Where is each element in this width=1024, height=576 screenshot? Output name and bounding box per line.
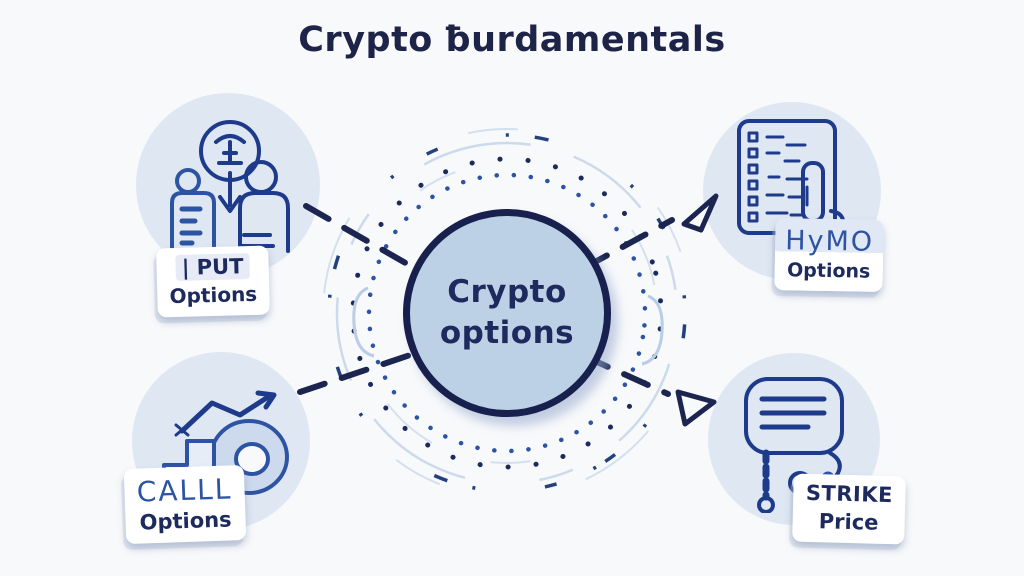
strike-label-card: STRIKE Price bbox=[792, 473, 906, 545]
put-label-card: | PUT Options bbox=[156, 245, 270, 318]
hymo-label-card: HyMO Options bbox=[774, 218, 884, 292]
strike-label: STRIKE bbox=[805, 480, 894, 508]
center-label-line1: Crypto bbox=[447, 274, 567, 311]
connector-line-put bbox=[303, 203, 433, 280]
call-sublabel: Options bbox=[139, 507, 232, 535]
put-sublabel: Options bbox=[169, 281, 258, 309]
strike-sublabel: Price bbox=[818, 509, 879, 535]
put-label: | PUT bbox=[175, 253, 250, 281]
center-node: Crypto options bbox=[403, 209, 611, 417]
diagram-title: Crypto ƀurdamentals bbox=[298, 20, 726, 60]
hymo-sublabel: Options bbox=[786, 259, 871, 283]
center-label-line2: options bbox=[439, 315, 575, 351]
arrowhead-strike-icon bbox=[675, 389, 717, 427]
arrowheads bbox=[675, 193, 719, 427]
call-label: CALLL bbox=[136, 472, 233, 509]
hymo-label: HyMO bbox=[784, 225, 875, 258]
call-label-card: CALLL Options bbox=[123, 464, 247, 545]
two-traders-down-arrow-icon bbox=[158, 115, 298, 255]
connector-line-call bbox=[297, 346, 431, 395]
